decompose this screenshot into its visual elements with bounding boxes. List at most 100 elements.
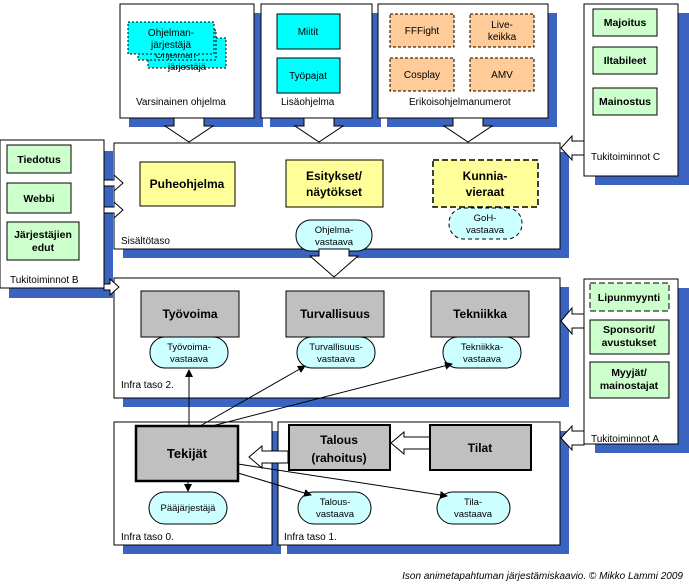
box-puheohjelma [139,161,236,207]
oval-paajarjestaja-label: Pääjärjestäjä [161,503,217,514]
box-kunniavieraat-line1: Kunnia- [463,169,508,183]
box-tyopajat-label: Työpajat [289,71,327,82]
block-arrow-left-tilat-talous [390,430,431,456]
box-jarjestajien-edut-line1: Järjestäjien [14,229,72,241]
box-live-keikka-line2: keikka [488,32,517,43]
oval-gohvastaava-line2: vastaava [466,225,505,236]
panel-tukitoiminnot-a-label: Tukitoiminnot A [591,434,659,445]
arrow-tekijat-turvallisuusvastaava [199,365,306,427]
box-tyopajat [276,57,341,94]
box-myyjat-line2: mainostajat [600,380,659,392]
panel-varsinainen-ohjelma: järjestäjä Ohjelman- Ohjelman- järjestäj… [119,3,255,119]
panel-tukitoiminnot-c-label: Tukitoiminnot C [591,152,660,163]
box-amv [469,57,535,92]
box-tiedotus-label: Tiedotus [17,154,61,166]
box-tekniikka [430,290,530,338]
box-webbi [6,182,72,214]
box-lipunmyynti-label: Lipunmyynti [598,292,660,304]
oval-tilavastaava [436,491,511,525]
box-kunniavieraat-line2: vieraat [466,185,505,199]
box-lipunmyynti [589,282,670,312]
panel-lisaohjelma-label: Lisäohjelma [281,97,335,108]
box-mainostus [592,87,658,116]
panel-infra-taso-1-label: Infra taso 1. [284,532,337,543]
box-turvallisuus-label: Turvallisuus [300,307,370,321]
box-live-keikka [469,13,535,48]
panel-infra-taso-2: Työvoima Turvallisuus Tekniikka Työvoima… [113,277,561,399]
block-arrow-left-a-lower [560,424,585,452]
box-majoitus [592,8,658,37]
panel-tukitoiminnot-a: Lipunmyynti Sponsorit/ avustukset Myyjät… [583,278,679,445]
block-arrow-down-erikois [442,117,494,143]
box-fffight [389,13,455,48]
box-cosplay [389,57,455,92]
oval-gohvastaava [448,207,523,240]
oval-turvallisuusvastaava [296,336,376,369]
block-arrows [103,117,585,470]
card-ohjelmanjarjestaja-line1: Ohjelman- [148,28,194,39]
box-esitykset-line1: Esitykset/ [306,169,363,183]
box-live-keikka-line1: Live- [491,20,513,31]
box-puheohjelma-label: Puheohjelma [150,177,225,191]
box-tekijat-label: Tekijät [167,446,208,461]
box-tiedotus [6,144,72,174]
block-arrow-right-b-lower [103,277,120,297]
box-jarjestajien-edut-line2: edut [32,242,55,254]
oval-turvallisuusvastaava-line1: Turvallisuus- [309,342,363,353]
oval-talousvastaava-line2: vastaava [316,509,355,520]
box-miitit [276,13,341,50]
box-talous-line1: Talous [320,433,358,447]
diagram-caption: Ison animetapahtuman järjestämiskaavio. … [402,571,683,582]
panel-sisaltotaso: Puheohjelma Esitykset/ näytökset Kunnia-… [113,142,561,252]
arrow-tekijat-tekniikkavastaava [211,361,453,427]
panel-erikois-label: Erikoisohjelmanumerot [409,97,511,108]
panel-tukitoiminnot-b-label: Tukitoiminnot B [10,275,79,286]
block-arrow-down-varsinainen [163,117,215,143]
connector-arrows [184,361,453,499]
panel-tukitoiminnot-b: Tiedotus Webbi Järjestäjien edut Tukitoi… [0,139,105,289]
oval-tyovoimavastaava-line2: vastaava [170,354,209,365]
oval-gohvastaava-line1: GoH- [474,213,497,224]
panel-sisaltotaso-label: Sisältötaso [121,236,170,247]
box-iltabileet [592,46,658,75]
block-arrow-left-talous-tekijat [248,444,289,470]
block-arrow-left-a-upper [560,306,585,336]
box-talous-line2: (rahoitus) [311,451,366,465]
oval-ohjelmavastaava-line1: Ohjelma- [315,225,354,236]
box-myyjat-line1: Myyjät/ [611,367,647,379]
block-arrow-down-lisaohjelma [293,117,345,143]
card-back1-text: Ohjelman- [155,50,199,61]
card-back2-text: järjestäjä [167,62,207,73]
box-kunniavieraat [432,159,539,208]
box-sponsorit [589,319,670,355]
panel-erikoisohjelmanumerot: FFFight Live- keikka Cosplay AMV Erikois… [377,3,549,119]
box-webbi-label: Webbi [23,193,54,205]
box-majoitus-label: Majoitus [604,17,647,29]
oval-ohjelmavastaava-line2: vastaava [315,237,354,248]
box-tilat-label: Tilat [468,441,492,455]
panel-infra-taso-2-label: Infra taso 2. [121,380,174,391]
oval-tekniikkavastaava-line1: Tekniikka- [461,342,503,353]
oval-tilavastaava-line2: vastaava [454,509,493,520]
box-tyovoima-label: Työvoima [162,307,217,321]
box-tekijat [134,424,240,483]
oval-tekniikkavastaava [442,336,522,369]
block-arrow-right-b-mid [103,200,124,220]
box-jarjestajien-edut [6,221,80,261]
box-cosplay-label: Cosplay [404,70,440,81]
card-ohjelmanjarjestaja-line2: järjestäjä [150,40,191,51]
panel-lisaohjelma: Miitit Työpajat Lisäohjelma [260,3,373,119]
box-tilat [429,424,532,471]
card-ohjelmanjarjestaja [127,21,215,55]
box-myyjat [589,361,670,399]
arrow-tekijat-tilavastaava [237,463,448,499]
box-fffight-label: FFFight [405,26,440,37]
panel-varsinainen-label: Varsinainen ohjelma [136,97,226,108]
block-arrow-left-c [560,134,585,162]
arrow-tekijat-talousvastaava [237,472,312,497]
oval-paajarjestaja [148,491,228,525]
oval-talousvastaava-line1: Talous- [320,497,351,508]
box-iltabileet-label: Iltabileet [604,55,647,67]
box-esitykset-line2: näytökset [306,185,362,199]
